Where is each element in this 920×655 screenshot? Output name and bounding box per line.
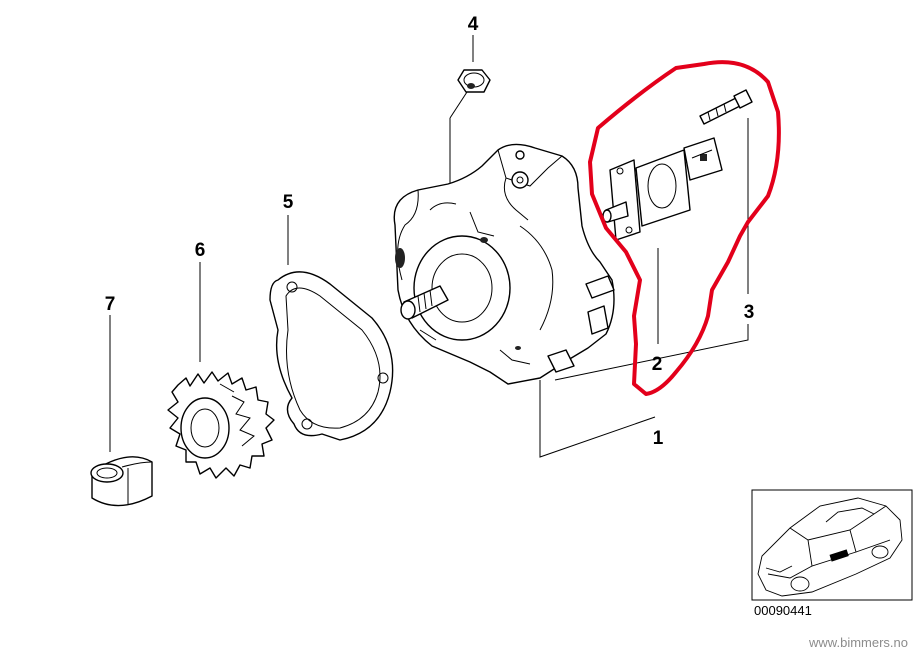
callout-6: 6 (195, 240, 206, 261)
gasket-part (269, 215, 394, 441)
car-thumbnail (751, 489, 913, 601)
callout-2: 2 (652, 354, 663, 375)
screw-part (699, 89, 753, 294)
pump-part (393, 143, 656, 458)
sleeve-part (90, 315, 153, 507)
highlight-outline (588, 60, 781, 396)
callout-5: 5 (283, 192, 294, 213)
assembly-bracket (554, 324, 749, 381)
sprocket-part (167, 262, 275, 479)
callout-4: 4 (468, 14, 479, 35)
diagram-code: 00090441 (754, 603, 812, 618)
control-valve-part (602, 137, 723, 344)
nut-part (449, 35, 491, 190)
footer-url: www.bimmers.no (808, 635, 908, 650)
callout-7: 7 (105, 294, 116, 315)
callout-3: 3 (744, 302, 755, 323)
callout-1: 1 (653, 428, 664, 449)
